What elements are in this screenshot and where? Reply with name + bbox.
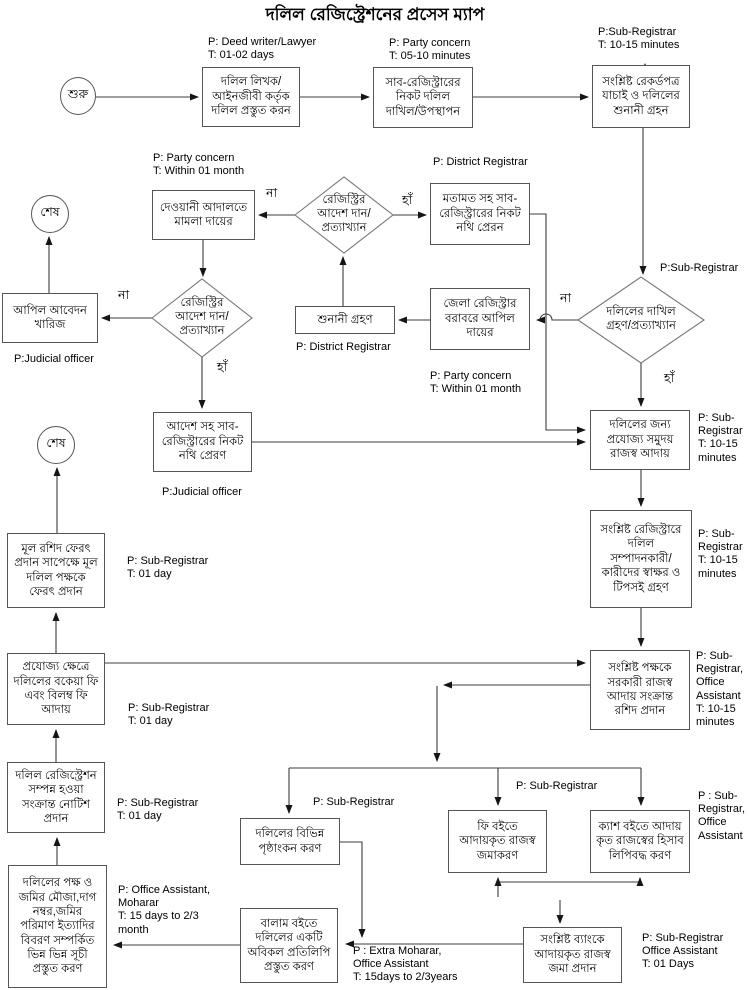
edge-label-yes: হাঁ: [402, 193, 413, 207]
annotation-prepare: P: Deed writer/Lawyer T: 01-02 days: [208, 36, 317, 62]
annotation-cash-book: P : Sub- Registrar, Office Assistant: [698, 790, 746, 842]
decision-shape-registry-order-left: [151, 278, 253, 358]
annotation-district-appeal: P: Party concern T: Within 01 month: [430, 370, 522, 396]
annotation-deed-accept: P:Sub-Registrar: [660, 262, 739, 274]
edge-deedaccept-no-appeal: [536, 313, 578, 324]
end-node-top: শেষ: [31, 195, 69, 233]
node-submit-deed: সাব-রেজিস্ট্রারের নিকট দলিল দাখিল/উপস্থা…: [373, 67, 473, 128]
annotation-opinion: P: District Registrar: [433, 156, 528, 168]
node-verify-records: সংশ্লিষ্ট রেকর্ডপত্র যাচাই ও দলিলের শুনা…: [592, 65, 690, 128]
node-hearing: শুনানী গ্রহণ: [295, 306, 395, 334]
node-receipt: সংশ্লিষ্ট পক্ষকে সরকারী রাজস্ব আদায় সংক…: [590, 650, 690, 730]
annotation-revenue: P: Sub- Registrar T: 10-15 minutes: [698, 412, 743, 464]
annotation-balam: P : Extra Moharar, Office Assistant T: 1…: [353, 945, 458, 984]
edge-label-no: না: [266, 186, 278, 200]
node-opinion-file: মতামত সহ সাব- রেজিস্ট্রারের নিকট নথি প্র…: [430, 183, 530, 245]
node-fee-book: ফি বইতে আদায়কৃত রাজস্ব জমাকরণ: [448, 810, 547, 873]
edge-label-yes: হাঁ: [217, 360, 228, 374]
annotation-receipt: P: Sub- Registrar, Office Assistant T: 1…: [696, 650, 744, 728]
annotation-arrear-fee: P: Sub-Registrar T: 01 day: [128, 702, 210, 728]
node-prepare-deed: দলিল লিখক/ আইনজীবী কর্তৃক দলিল প্রস্তুত …: [202, 67, 300, 127]
node-arrear-fee: প্রযোজ্য ক্ষেত্রে দলিলের বকেয়া ফি এবং ব…: [7, 653, 105, 725]
decision-shape-deed-accept: [577, 276, 705, 364]
page-title: দলিল রেজিস্ট্রেশনের প্রসেস ম্যাপ: [265, 5, 485, 24]
edge-label-yes: হাঁ: [664, 371, 675, 385]
annotation-order-sent: P:Judicial officer: [162, 486, 242, 498]
decision-registry-order-left: রেজিস্ট্রির আদেশ দান/ প্রত্যাখ্যান: [175, 297, 229, 337]
edge-label-no: না: [118, 288, 130, 302]
annotation-submit: P: Party concern T: 05-10 minutes: [389, 37, 471, 63]
end-node-mid: শেষ: [37, 426, 75, 464]
node-civil-suit: দেওয়ানী আদালতে মামলা দায়ের: [152, 190, 255, 240]
annotation-fee-book: P: Sub-Registrar: [516, 780, 598, 792]
node-order-sent: আদেশ সহ সাব- রেজিস্ট্রারের নিকট নথি প্রে…: [153, 412, 252, 472]
edge-label-no: না: [560, 291, 572, 305]
annotation-return-deed: P: Sub-Registrar T: 01 day: [127, 555, 209, 581]
annotation-civil-suit: P: Party concern T: Within 01 month: [153, 152, 245, 178]
node-signatures: সংশ্লিষ্ট রেজিস্ট্রারে দলিল সম্পাদনকারী/…: [590, 510, 692, 608]
start-node: শুরু: [60, 77, 96, 115]
node-completion-notice: দলিল রেজিস্ট্রেশন সম্পন্ন হওয়া সংক্রান্…: [7, 762, 105, 833]
edge-opinion-revenue: [530, 213, 586, 434]
annotation-endorsement: P: Sub-Registrar: [313, 796, 395, 808]
decision-deed-accept: দলিলের দাখিল গ্রহণ/প্রত্যাখ্যান: [606, 306, 676, 332]
annotation-notice: P: Sub-Registrar T: 01 day: [117, 797, 199, 823]
node-return-deed: মূল রশিদ ফেরৎ প্রদান সাপেক্ষে মূল দলিল প…: [7, 533, 105, 608]
node-endorsement: দলিলের বিভিন্ন পৃষ্ঠাংকন করণ: [240, 818, 340, 865]
node-appeal-dismissed: আপিল আবেদন খারিজ: [2, 293, 98, 343]
edge-endorsement-down: [340, 841, 366, 938]
annotation-verify: P:Sub-Registrar T: 10-15 minutes: [598, 26, 680, 52]
annotation-indexes: P: Office Assistant, Moharar T: 15 days …: [118, 884, 211, 936]
node-revenue-collect: দলিলের জন্য প্রযোজ্য সমুদয় রাজস্ব আদায়: [590, 410, 690, 470]
node-bank-deposit: সংশ্লিষ্ট ব্যাংকে আদায়কৃত রাজস্ব জমা প্…: [523, 927, 622, 983]
node-district-appeal: জেলা রেজিস্ট্রার বরাবরে আপিল দায়ের: [430, 288, 530, 350]
decision-registry-order-top: রেজিস্ট্রির আদেশ দান/ প্রত্যাখ্যান: [317, 194, 371, 234]
annotation-hearing: P: District Registrar: [296, 341, 391, 353]
node-balam-copy: বালাম বইতে দলিলের একটি অবিকল প্রতিলিপি প…: [240, 908, 338, 983]
annotation-bank: P: Sub-Registrar Office Assistant T: 01 …: [642, 932, 724, 971]
annotation-appeal-dismissed: P:Judicial officer: [14, 353, 94, 365]
node-cash-book: ক্যাশ বইতে আদায় কৃত রাজস্বের হিসাব লিপি…: [590, 810, 690, 873]
node-indexes: দলিলের পক্ষ ও জমির মৌজা,দাগ নম্বর,জমির প…: [8, 865, 107, 988]
annotation-signatures: P: Sub- Registrar T: 10-15 minutes: [698, 528, 743, 580]
